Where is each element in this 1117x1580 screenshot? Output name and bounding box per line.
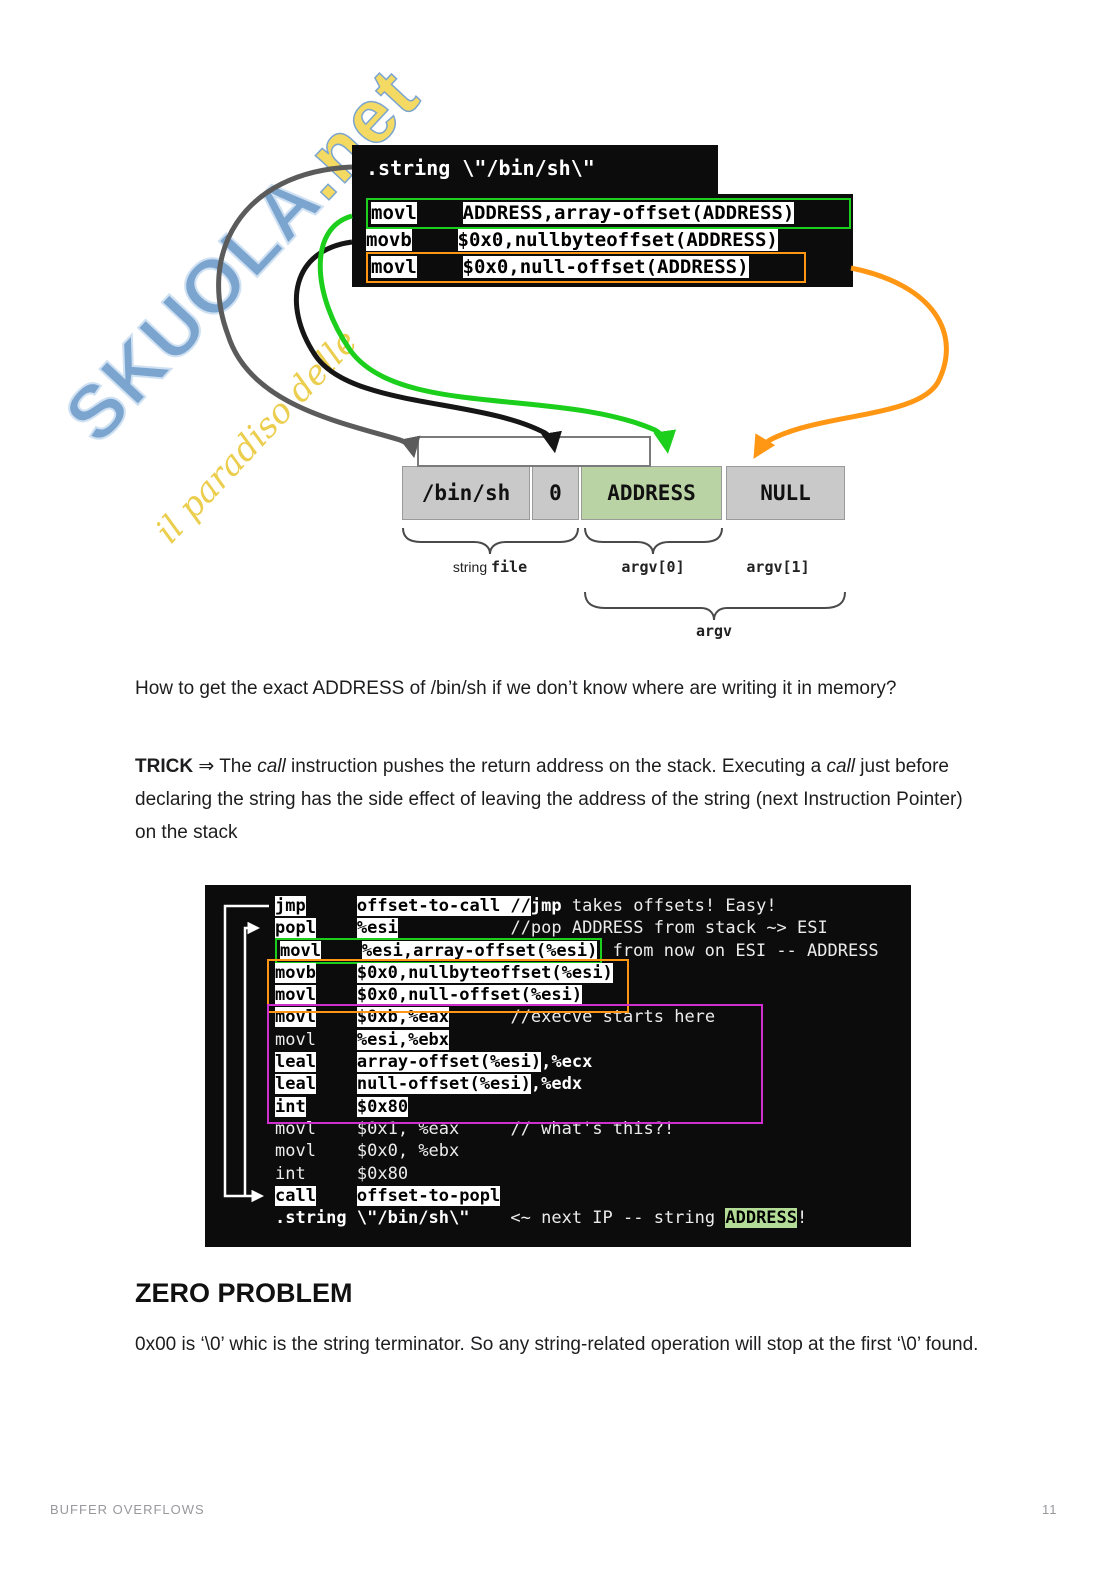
jump-flow-arrows	[223, 904, 269, 1203]
memory-cell-address: ADDRESS	[581, 466, 722, 520]
code-block-offset-instructions: movl ADDRESS,array-offset(ADDRESS)movb $…	[352, 194, 853, 287]
footer-page-number: 11	[1042, 1502, 1058, 1517]
null-arrow	[753, 265, 949, 459]
heading-zero-problem: ZERO PROBLEM	[135, 1278, 353, 1308]
memory-region-outline	[417, 436, 651, 467]
code-block-string-declaration: .string \"/bin/sh\"	[352, 145, 718, 194]
label-string-mono: file	[491, 558, 528, 576]
memory-cell-zero: 0	[532, 466, 579, 520]
label-argv1: argv[1]	[746, 558, 810, 576]
code-block-shellcode: jmp offset-to-call //jmp takes offsets! …	[205, 885, 911, 1247]
paragraph-question: How to get the exact ADDRESS of /bin/sh …	[135, 678, 897, 699]
brace-argv	[584, 591, 846, 621]
label-argv: argv	[695, 622, 733, 640]
jmp-to-call-arrow	[223, 904, 269, 1203]
brace-string-file	[402, 527, 579, 555]
paragraph-trick: TRICK ⇒ The call instruction pushes the …	[135, 756, 963, 843]
call-to-popl-arrow	[243, 921, 260, 1196]
paragraph-zero: 0x00 is ‘\0’ whic is the string terminat…	[135, 1334, 979, 1355]
memory-cell-binsh: /bin/sh	[402, 466, 530, 520]
brace-argv0	[584, 527, 723, 555]
memory-cell-null: NULL	[726, 466, 845, 520]
label-string-file: string file	[453, 558, 527, 576]
label-argv0: argv[0]	[621, 558, 685, 576]
footer-title: BUFFER OVERFLOWS	[50, 1502, 205, 1517]
label-string-prefix: string	[452, 559, 491, 575]
